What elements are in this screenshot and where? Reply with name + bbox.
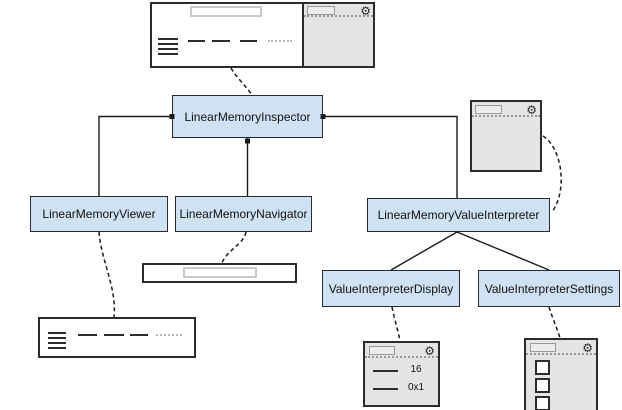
gear-icon: ⚙ xyxy=(526,103,537,117)
panel-input-mockup xyxy=(475,105,502,114)
checkbox-icon xyxy=(535,378,550,393)
dashed-link-mockup-inspector xyxy=(230,67,253,96)
menu-lines-icon xyxy=(48,347,66,349)
value-type-dash xyxy=(373,370,398,372)
menu-lines-icon xyxy=(158,38,178,40)
menu-lines-icon xyxy=(48,332,66,334)
node-value-interpreter-settings: ValueInterpreterSettings xyxy=(478,270,620,307)
connector-interpreter-settings xyxy=(456,231,550,271)
navigator-ui-mockup xyxy=(142,263,297,283)
menu-lines-icon xyxy=(48,337,66,339)
dashed-link-navigator-mockup xyxy=(221,231,247,264)
node-value-interpreter-display: ValueInterpreterDisplay xyxy=(322,270,460,307)
node-linear-memory-value-interpreter: LinearMemoryValueInterpreter xyxy=(367,198,550,232)
menu-lines-icon xyxy=(158,43,178,45)
gear-icon: ⚙ xyxy=(424,344,435,358)
panel-input-mockup xyxy=(369,346,395,355)
dashed-link-settings-mockup xyxy=(548,306,561,339)
byte-dash xyxy=(240,40,257,42)
panel-separator xyxy=(472,115,540,117)
connector-inspector-interpreter xyxy=(323,115,458,198)
viewer-ui-mockup xyxy=(38,317,196,358)
byte-dash xyxy=(188,40,205,42)
display-ui-mockup: ⚙ 16 0x1 xyxy=(363,341,440,407)
node-linear-memory-navigator: LinearMemoryNavigator xyxy=(175,196,312,232)
menu-lines-icon xyxy=(158,53,178,55)
byte-dash xyxy=(212,40,230,42)
byte-dots xyxy=(268,40,292,42)
connector-inspector-viewer xyxy=(98,115,172,196)
value-hex: 0x1 xyxy=(407,382,425,393)
value-decimal: 16 xyxy=(410,364,422,375)
address-input-mockup xyxy=(183,267,257,278)
gear-icon: ⚙ xyxy=(582,341,593,355)
node-linear-memory-inspector: LinearMemoryInspector xyxy=(172,95,323,138)
checkbox-icon xyxy=(535,360,550,375)
panel-separator xyxy=(304,15,373,17)
address-input-mockup xyxy=(190,6,262,17)
byte-dots xyxy=(156,334,182,336)
panel-input-mockup xyxy=(307,6,335,15)
byte-dash xyxy=(130,334,148,336)
settings-ui-mockup: ⚙ xyxy=(524,338,598,410)
interpreter-ui-mockup: ⚙ xyxy=(470,100,542,172)
panel-input-mockup xyxy=(530,343,556,352)
panel-separator xyxy=(526,353,596,355)
inspector-side-panel-mockup: ⚙ xyxy=(302,2,375,68)
byte-dash xyxy=(78,334,97,336)
node-linear-memory-viewer: LinearMemoryViewer xyxy=(30,196,168,232)
connector-endpoint xyxy=(245,138,250,144)
dashed-link-viewer-mockup xyxy=(98,231,116,318)
connector-interpreter-display xyxy=(390,231,458,271)
dashed-link-display-mockup xyxy=(391,306,401,342)
checkbox-icon xyxy=(535,396,550,410)
gear-icon: ⚙ xyxy=(360,4,371,18)
panel-separator xyxy=(365,356,438,358)
menu-lines-icon xyxy=(158,48,178,50)
value-type-dash xyxy=(373,388,398,390)
byte-dash xyxy=(104,334,124,336)
menu-lines-icon xyxy=(48,342,66,344)
